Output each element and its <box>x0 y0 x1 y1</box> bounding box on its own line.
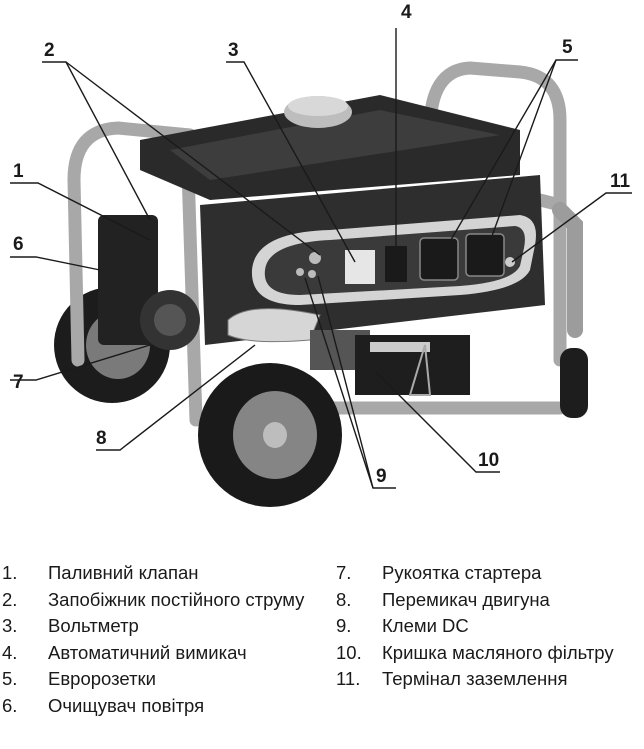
legend-item: 8. Перемикач двигуна <box>336 587 641 614</box>
legend-text: Рукоятка стартера <box>382 562 542 583</box>
legend-number: 1. <box>2 562 18 583</box>
generator-diagram: 1 2 3 4 5 6 7 8 9 10 11 <box>10 2 632 507</box>
callout-numbers: 1 2 3 4 5 6 7 8 9 10 11 <box>13 2 631 487</box>
legend-number: 8. <box>336 588 352 610</box>
legend-number: 7. <box>336 562 352 583</box>
battery <box>355 335 470 396</box>
legend-text: Перемикач двигуна <box>382 588 550 610</box>
fuel-tank <box>140 95 520 200</box>
callout-10: 10 <box>478 450 499 471</box>
legend-item: 5. Евророзетки <box>2 666 322 693</box>
callout-9: 9 <box>376 466 387 487</box>
callout-4: 4 <box>401 2 412 23</box>
legend-number: 6. <box>2 694 18 716</box>
legend-text: Клеми DC <box>382 615 469 636</box>
parts-legend: 1. Паливний клапан 2. Запобіжник постійног… <box>0 560 644 749</box>
legend-item: 9. Клеми DC <box>336 613 641 640</box>
legend-item: 6. Очищувач повітря <box>2 693 322 720</box>
frame <box>67 61 567 427</box>
legend-number: 5. <box>2 668 18 689</box>
legend-item: 3. Вольтметр <box>2 613 322 640</box>
legend-text: Запобіжник постійного струму <box>48 588 305 610</box>
callout-11: 11 <box>610 171 631 192</box>
leader-lines <box>10 28 632 489</box>
engine <box>98 215 370 370</box>
callout-3: 3 <box>228 40 239 61</box>
callout-1: 1 <box>13 161 24 182</box>
legend-item: 2. Запобіжник постійного струму <box>2 587 322 614</box>
legend-item: 1. Паливний клапан <box>2 560 322 587</box>
legend-item: 11. Термінал заземлення <box>336 666 641 693</box>
legend-text: Евророзетки <box>48 668 156 689</box>
legend-number: 3. <box>2 615 18 636</box>
legend-text: Кришка масляного фільтру <box>382 641 614 663</box>
legend-column-left: 1. Паливний клапан 2. Запобіжник постійног… <box>2 560 322 719</box>
control-housing <box>200 175 545 345</box>
legend-number: 2. <box>2 588 18 610</box>
legend-text: Паливний клапан <box>48 562 199 583</box>
front-wheel <box>198 363 342 507</box>
legend-number: 11. <box>336 668 361 689</box>
legend-column-right: 7.Рукоятка стартера 8.Перемикач двигуна … <box>336 560 641 693</box>
legend-text: Термінал заземлення <box>382 668 568 689</box>
legend-number: 4. <box>2 641 18 663</box>
legend-item: 10. Кришка масляного фільтру <box>336 640 641 667</box>
callout-8: 8 <box>96 428 107 449</box>
callout-7: 7 <box>13 372 24 393</box>
legend-number: 9. <box>336 615 352 636</box>
callout-2: 2 <box>44 40 55 61</box>
legend-text: Очищувач повітря <box>48 694 205 716</box>
legend-item: 7. Рукоятка стартера <box>336 560 641 587</box>
legend-text: Автоматичний вимикач <box>48 641 247 663</box>
legend-text: Вольтметр <box>48 615 139 636</box>
callout-5: 5 <box>562 37 573 58</box>
legend-item: 4. Автоматичний вимикач <box>2 640 322 667</box>
callout-6: 6 <box>13 234 24 255</box>
legend-number: 10. <box>336 641 362 663</box>
handle <box>552 202 588 418</box>
